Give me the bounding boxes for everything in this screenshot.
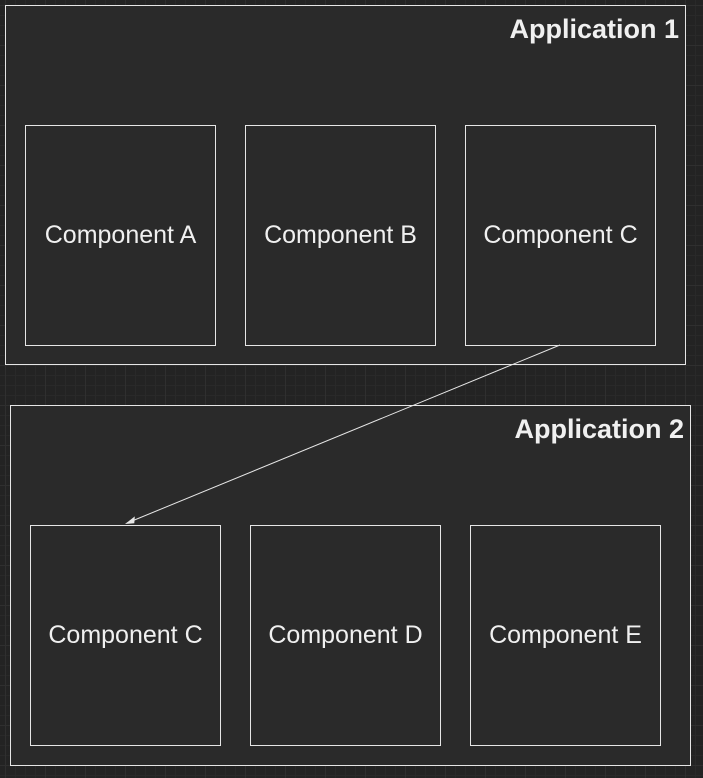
component-b-label: Component B [264,221,417,249]
app2-component-d[interactable]: Component D [250,525,441,746]
application-2-title: Application 2 [514,414,684,444]
app1-component-b[interactable]: Component B [245,125,436,346]
app2-component-c[interactable]: Component C [30,525,221,746]
component-d-label: Component D [268,621,423,649]
app2-component-e[interactable]: Component E [470,525,661,746]
component-c-label: Component C [483,221,638,249]
component-e-label: Component E [489,621,642,649]
component-c-label: Component C [48,621,203,649]
app1-component-a[interactable]: Component A [25,125,216,346]
application-1-title: Application 1 [509,14,679,44]
component-a-label: Component A [44,221,197,249]
app1-component-c[interactable]: Component C [465,125,656,346]
